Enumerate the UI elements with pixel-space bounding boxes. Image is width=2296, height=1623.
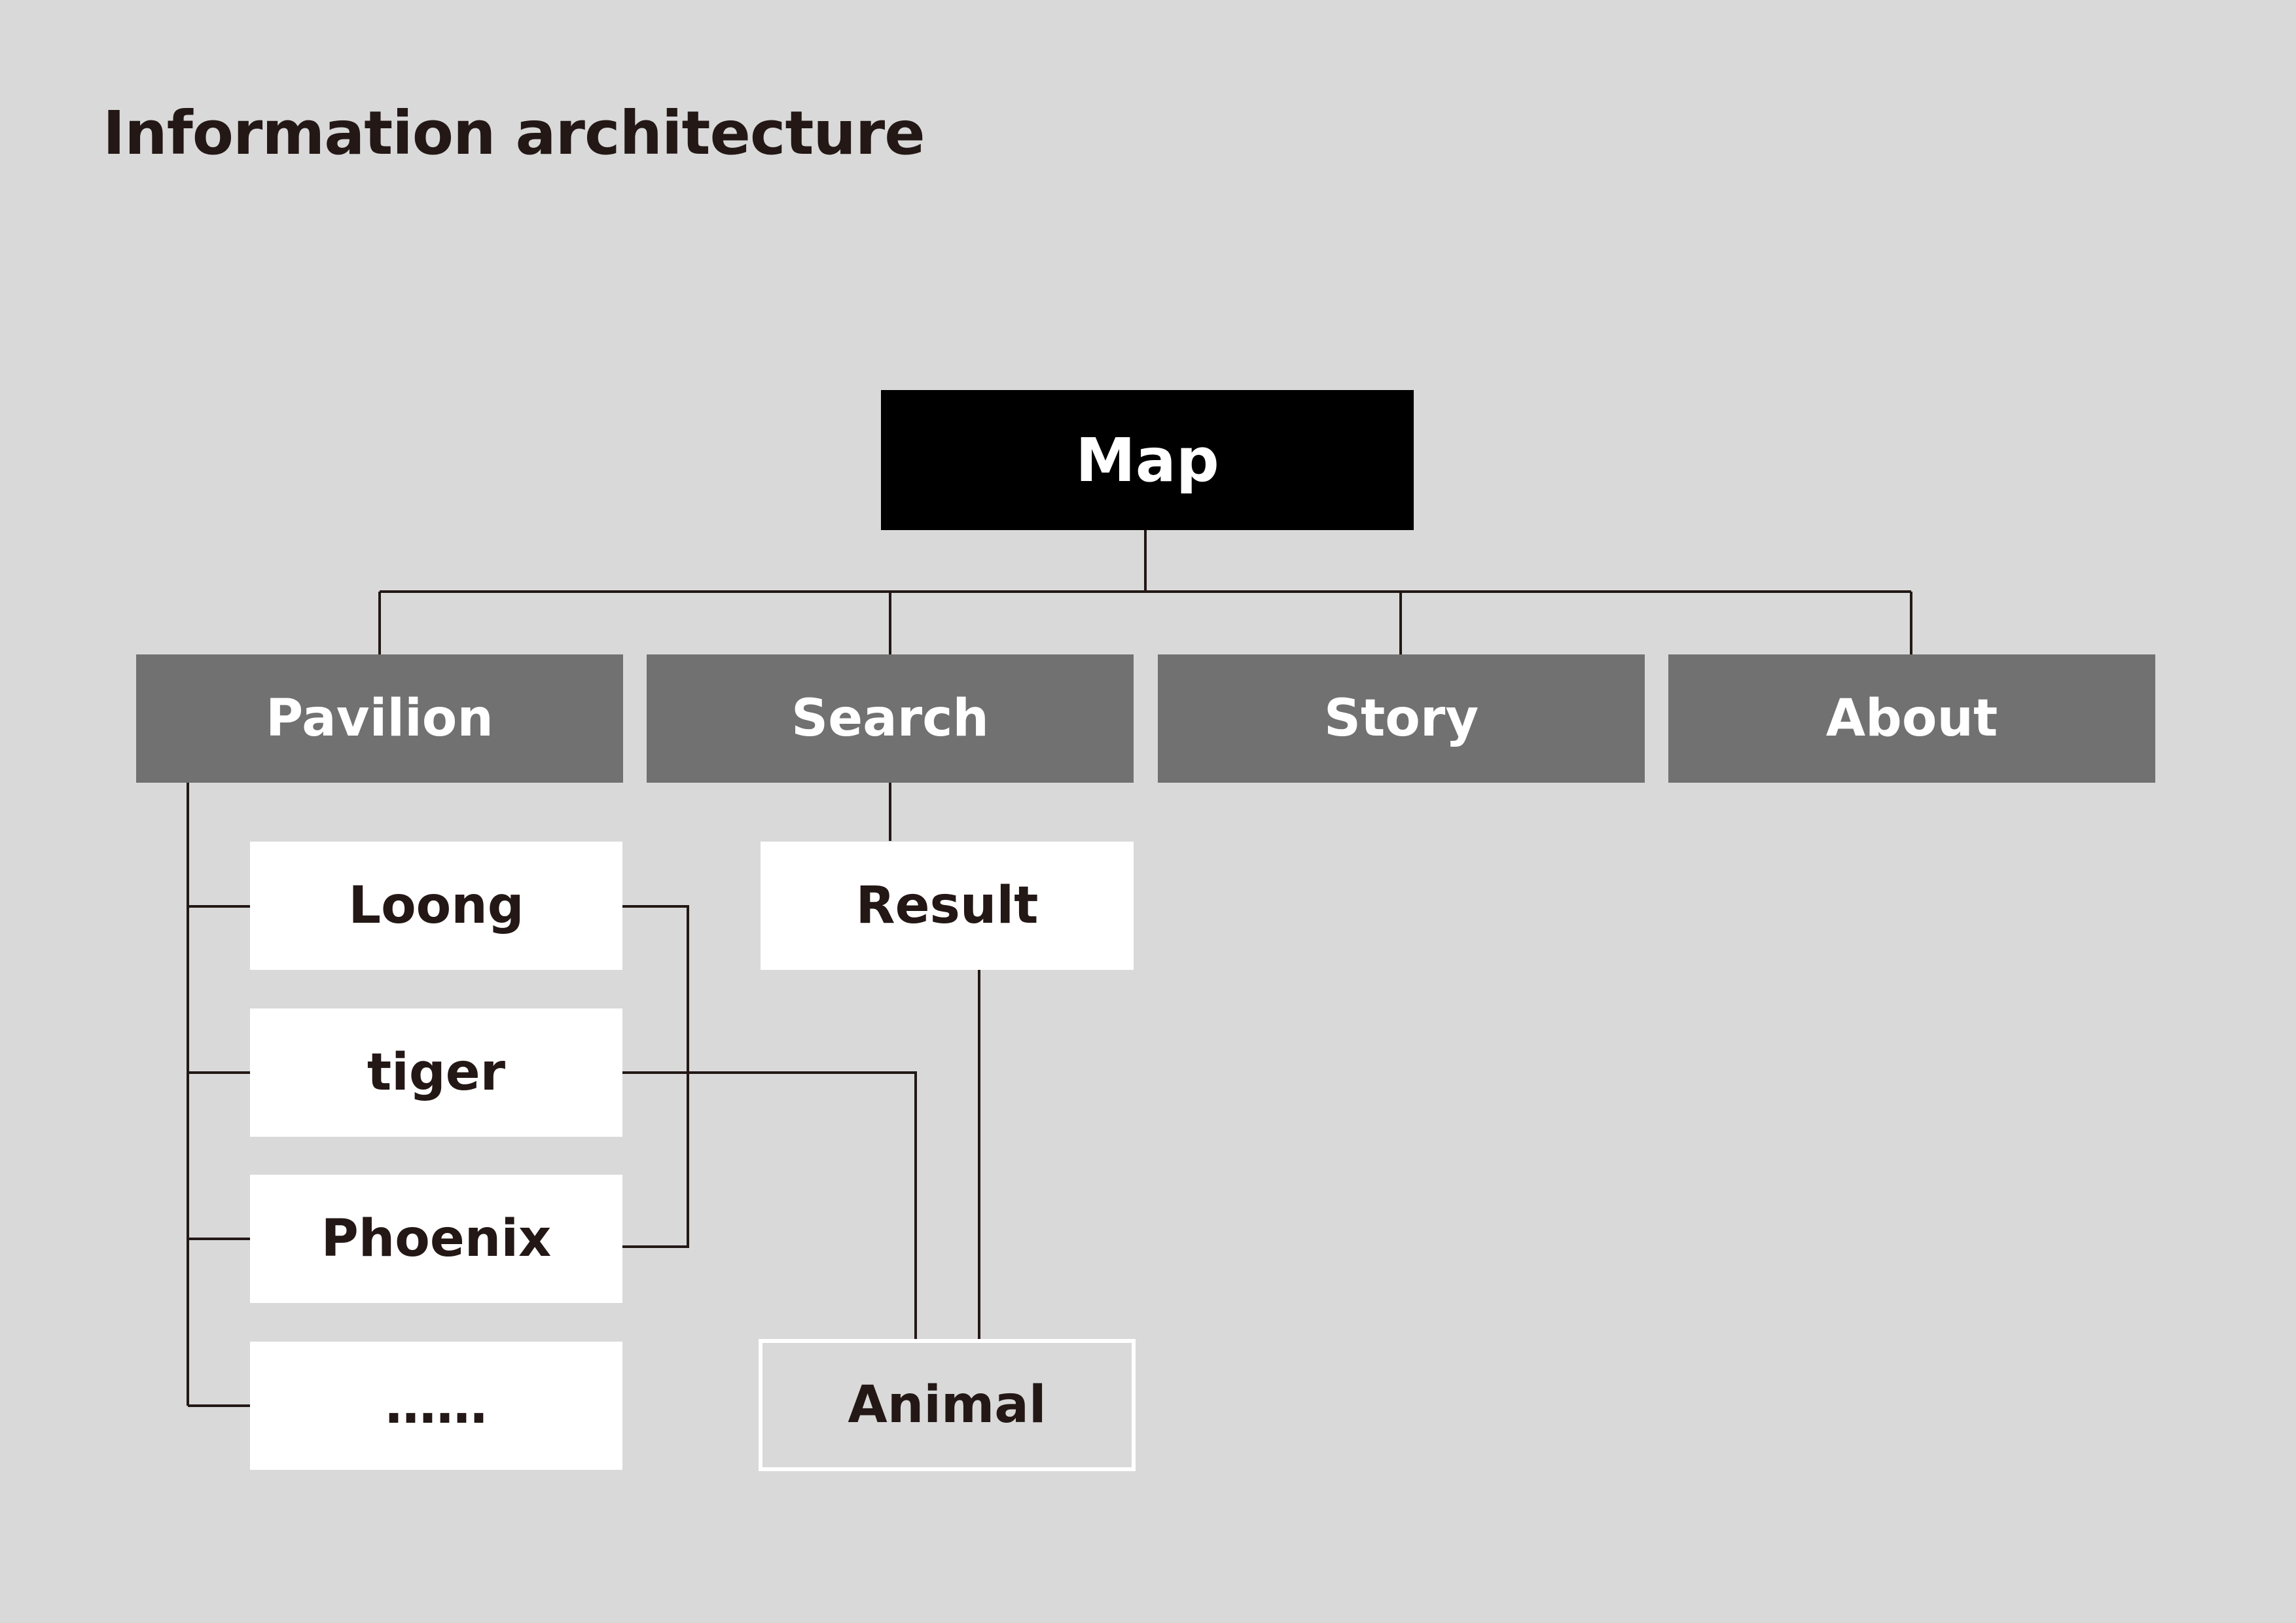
node-animal: Animal (759, 1339, 1136, 1471)
node-search: Search (647, 654, 1134, 783)
node-result-label: Result (855, 876, 1039, 935)
node-search-label: Search (791, 689, 989, 748)
node-more: …… (250, 1342, 622, 1470)
node-loong-label: Loong (348, 876, 524, 935)
node-map-label: Map (1075, 425, 1219, 495)
node-phoenix-label: Phoenix (321, 1209, 552, 1268)
diagram-title: Information architecture (103, 98, 925, 168)
connector-bracket-to-animal (622, 1071, 917, 1339)
node-pavilion-label: Pavilion (266, 689, 493, 748)
node-about-label: About (1825, 689, 1998, 748)
node-animal-label: Animal (848, 1376, 1047, 1435)
node-story-label: Story (1323, 689, 1479, 748)
node-about: About (1668, 654, 2155, 783)
node-tiger-label: tiger (367, 1043, 506, 1102)
node-pavilion: Pavilion (136, 654, 623, 783)
node-story: Story (1158, 654, 1645, 783)
node-map: Map (881, 390, 1414, 530)
node-loong: Loong (250, 842, 622, 970)
connector-animal-bracket (622, 905, 689, 1248)
node-more-label: …… (385, 1376, 488, 1435)
node-phoenix: Phoenix (250, 1175, 622, 1303)
node-tiger: tiger (250, 1008, 622, 1137)
node-result: Result (761, 842, 1134, 970)
